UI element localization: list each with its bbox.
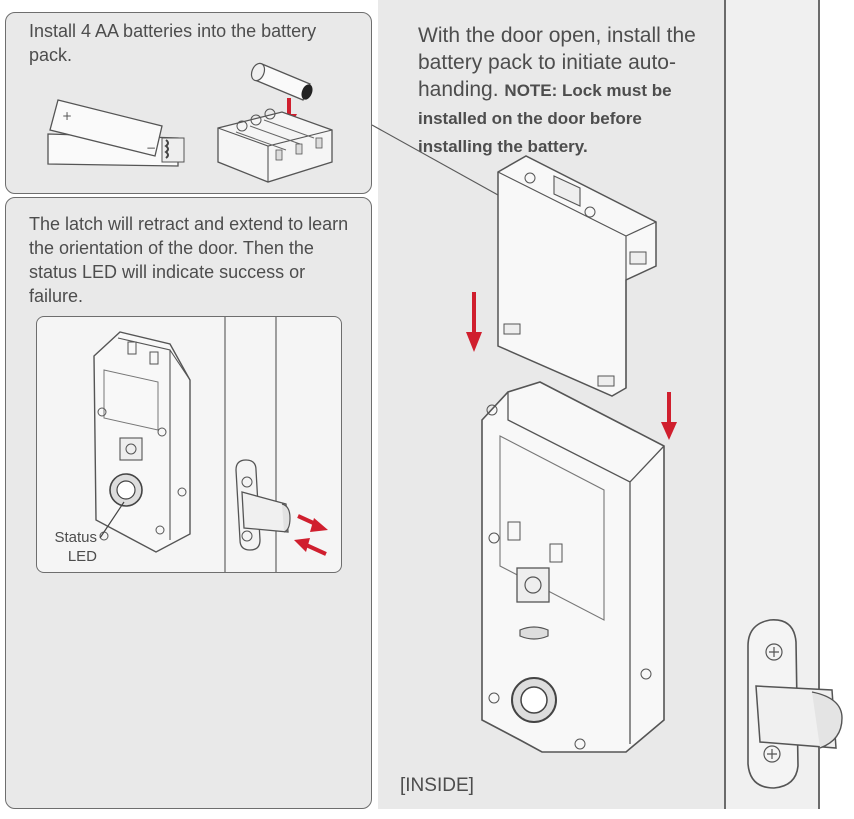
- battery-pack-icon: [217, 108, 333, 183]
- battery-minus-label: −: [146, 141, 156, 155]
- status-led-label: Status LED: [40, 528, 97, 566]
- aa-battery-insert-icon: [250, 62, 313, 101]
- battery-plus-label: +: [62, 109, 72, 123]
- retract-extend-arrow-icon: [294, 514, 328, 556]
- door-frame-line: [818, 0, 820, 809]
- down-arrow-left-icon: [466, 292, 482, 352]
- battery-pack-large-icon: [497, 155, 657, 397]
- install-note: NOTE: Lock must be installed on the door…: [418, 81, 672, 156]
- install-batteries-text: Install 4 AA batteries into the battery …: [29, 21, 317, 65]
- latch-bolt-icon: [755, 685, 843, 749]
- down-arrow-right-icon: [661, 392, 677, 440]
- aa-battery-icon: + −: [47, 99, 185, 167]
- install-instruction: With the door open, install the battery …: [418, 24, 696, 101]
- status-led-pointer: [99, 501, 125, 539]
- status-led-line2: LED: [67, 548, 97, 565]
- status-led-line1: Status: [54, 529, 97, 546]
- lock-body-small-icon: [93, 331, 191, 553]
- auto-handing-description: The latch will retract and extend to lea…: [29, 214, 349, 306]
- callout-line: [371, 124, 508, 201]
- install-battery-pack-text: With the door open, install the battery …: [418, 22, 718, 160]
- inside-label: [INSIDE]: [400, 775, 474, 796]
- lock-body-icon: [481, 381, 665, 753]
- door-edge-line: [724, 0, 726, 809]
- strike-plate-small-icon: [235, 459, 291, 551]
